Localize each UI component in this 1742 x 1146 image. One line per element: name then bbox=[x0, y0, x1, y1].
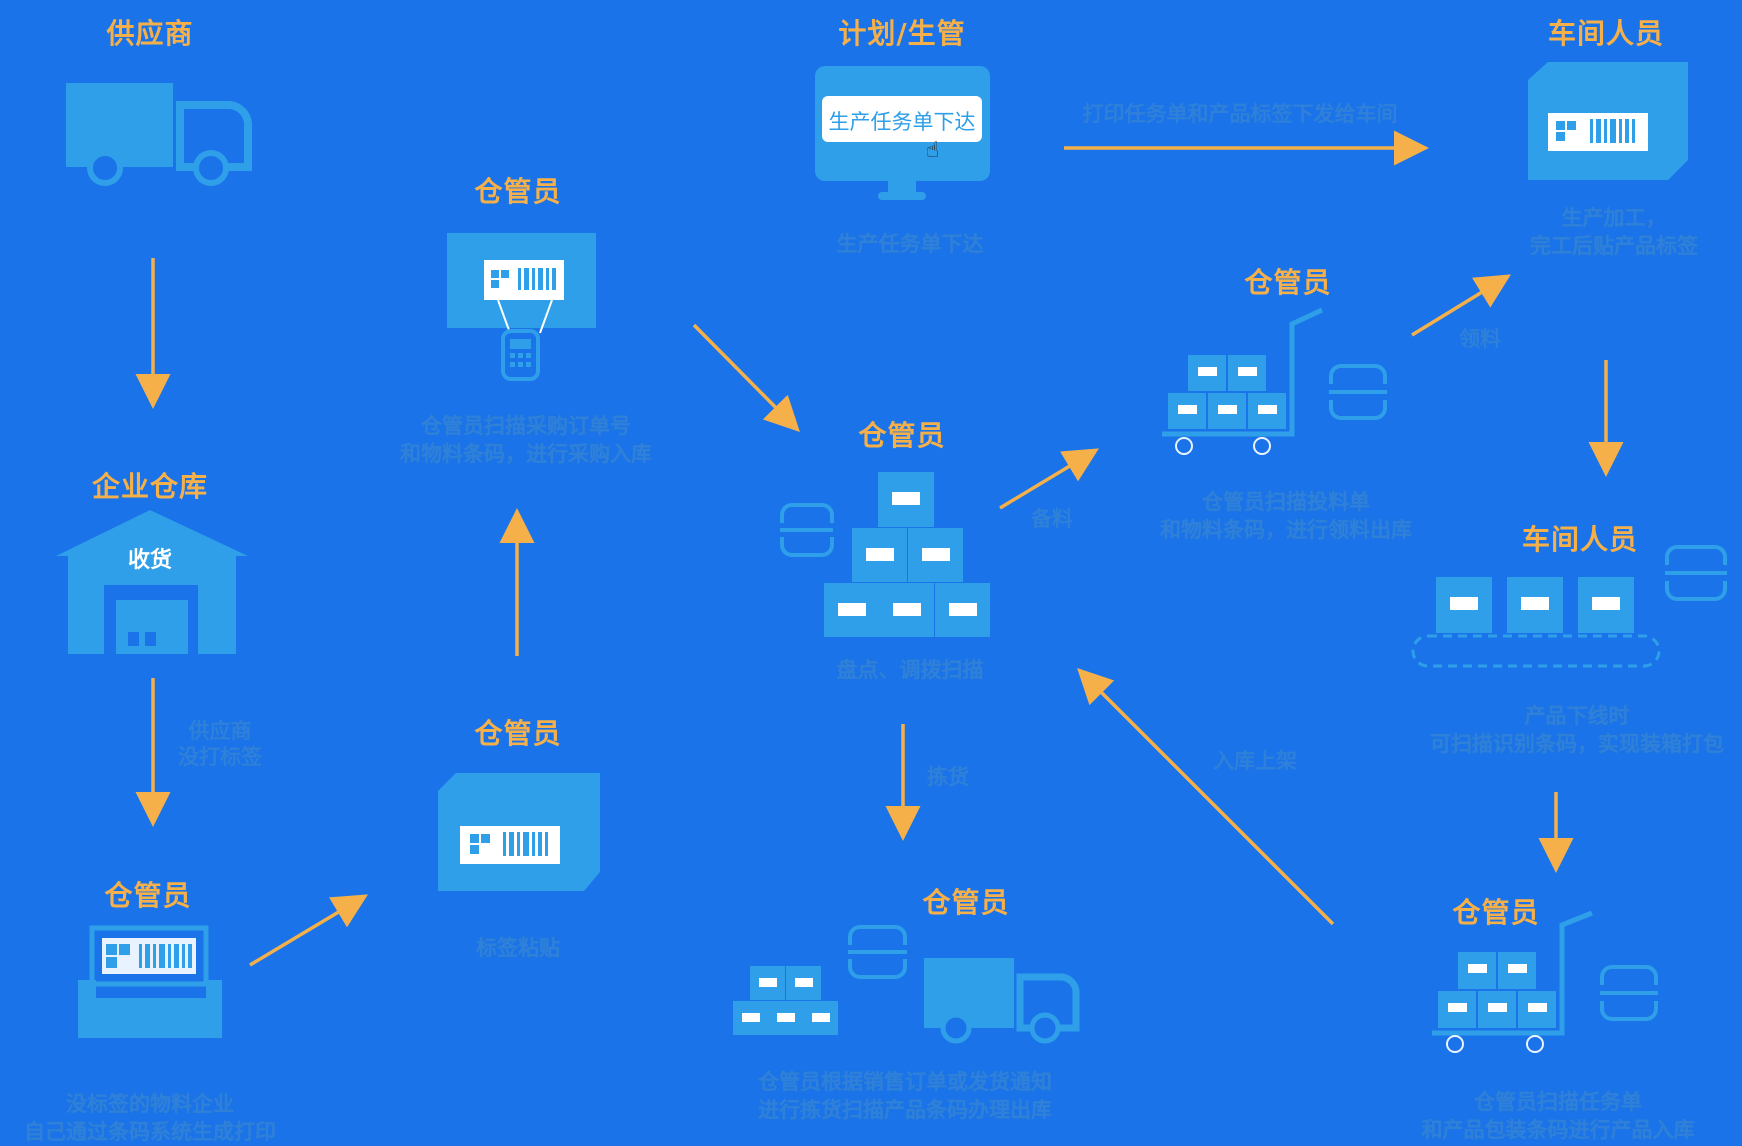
scan-bracket-icon bbox=[1329, 364, 1387, 420]
scan-bracket-icon bbox=[780, 503, 834, 557]
caption-production: 生产加工，完工后贴产品标签 bbox=[1530, 206, 1698, 258]
scan-bracket-icon bbox=[1665, 545, 1727, 601]
role-warehouse-keeper-issue: 仓管员 bbox=[1244, 266, 1332, 299]
cursor-hand-icon: ☝ bbox=[926, 138, 940, 163]
arrow-inventory-to-issue bbox=[999, 448, 1099, 510]
caption-receipt: 仓管员扫描任务单和产品包装条码进行产品入库 bbox=[1421, 1090, 1695, 1142]
task-issue-button[interactable]: 生产任务单下达 bbox=[828, 110, 976, 134]
caption-issue-material: 仓管员扫描投料单和物料条码，进行领料出库 bbox=[1160, 490, 1412, 542]
labeled-box-icon bbox=[1528, 62, 1688, 180]
caption-inventory: 盘点、调拨扫描 bbox=[836, 658, 984, 682]
cart-icon bbox=[1162, 307, 1324, 455]
caption-task-issue: 生产任务单下达 bbox=[836, 232, 984, 256]
role-warehouse-keeper-label: 仓管员 bbox=[104, 879, 192, 912]
cart-icon bbox=[1432, 910, 1593, 1053]
caption-offline: 产品下线时可扫描识别条码，实现装箱打包 bbox=[1430, 704, 1724, 756]
barcode-scanner-icon bbox=[447, 233, 596, 381]
flow-picking: 拣货 bbox=[927, 765, 969, 789]
warehouse-receive-label: 收货 bbox=[127, 548, 172, 573]
monitor-icon bbox=[815, 66, 990, 200]
labeled-box-icon bbox=[438, 773, 600, 891]
role-warehouse-keeper-attach: 仓管员 bbox=[474, 717, 562, 750]
scan-bracket-icon bbox=[1600, 965, 1658, 1021]
warehouse-icon bbox=[56, 510, 248, 654]
flow-print-send: 打印任务单和产品标签下发给车间 bbox=[1082, 102, 1398, 126]
shipment-boxes-icon bbox=[733, 966, 838, 1035]
truck-icon bbox=[66, 83, 252, 186]
caption-shipment: 仓管员根据销售订单或发货通知进行拣货扫描产品条码办理出库 bbox=[758, 1070, 1052, 1122]
caption-scan-po: 仓管员扫描采购订单号和物料条码，进行采购入库 bbox=[400, 414, 652, 466]
scan-bracket-icon bbox=[848, 925, 907, 979]
role-supplier: 供应商 bbox=[106, 17, 194, 50]
flow-supplier-print: 供应商没打标签 bbox=[178, 719, 262, 769]
role-warehouse: 企业仓库 bbox=[91, 470, 208, 503]
role-workshop-top: 车间人员 bbox=[1547, 17, 1664, 50]
caption-label-print: 没标签的物料企业自己通过条码系统生成打印 bbox=[24, 1092, 276, 1144]
arrow-receipt-to-inventory bbox=[1077, 668, 1335, 926]
flow-stock-prep: 备料 bbox=[1031, 507, 1073, 531]
arrow-issue-to-production bbox=[1411, 274, 1511, 337]
caption-label-attach: 标签粘贴 bbox=[476, 936, 560, 960]
role-warehouse-keeper-inventory: 仓管员 bbox=[858, 419, 946, 452]
box-stack-icon bbox=[824, 472, 990, 637]
role-warehouse-keeper-receipt: 仓管员 bbox=[1452, 896, 1540, 929]
role-workshop-mid: 车间人员 bbox=[1521, 523, 1638, 556]
truck-icon bbox=[924, 958, 1080, 1044]
arrow-label-to-attach bbox=[249, 894, 369, 967]
barcode-icon bbox=[106, 944, 192, 968]
flow-put-away: 入库上架 bbox=[1213, 749, 1297, 773]
arrow-scan-to-inventory bbox=[692, 323, 800, 432]
role-warehouse-keeper-scan: 仓管员 bbox=[474, 175, 562, 208]
role-planning: 计划/生管 bbox=[838, 17, 966, 50]
production-line-icon bbox=[1411, 577, 1661, 668]
flow-collect: 领料 bbox=[1459, 327, 1501, 351]
role-warehouse-keeper-pick: 仓管员 bbox=[922, 886, 1010, 919]
